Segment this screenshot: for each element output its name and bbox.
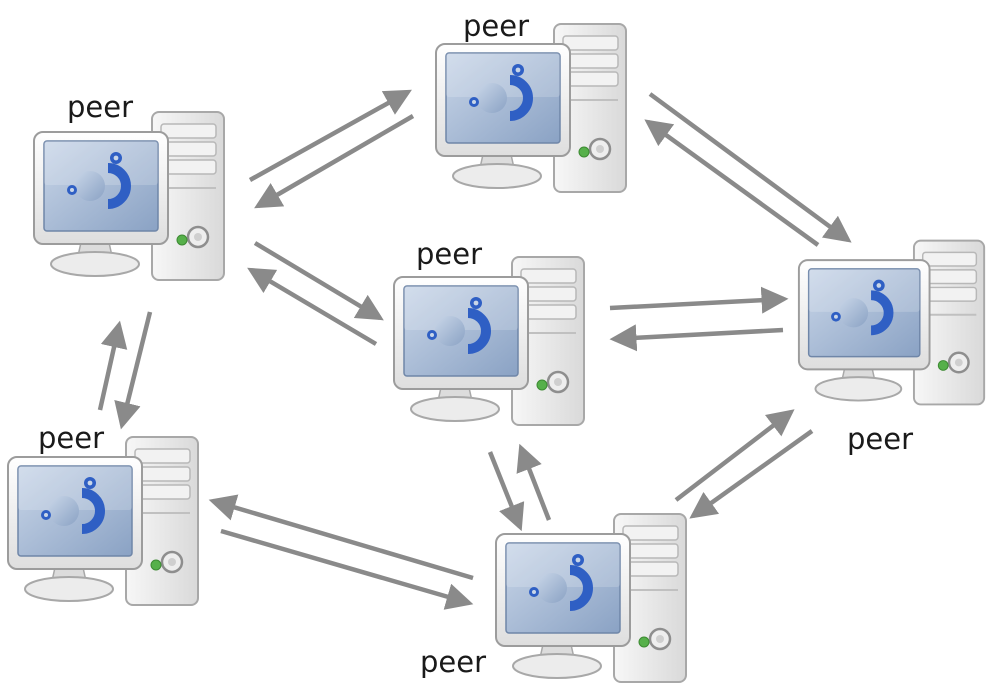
link-arrow-bottom-to-right	[674, 409, 795, 502]
peer-label: peer	[416, 237, 482, 271]
link-arrow-top-to-topleft	[254, 114, 415, 209]
peer-bottom-left: peer	[8, 421, 198, 605]
peer-center: peer	[394, 237, 584, 425]
desktop-computer-icon	[496, 514, 686, 682]
link-arrow-right-to-top	[644, 119, 820, 247]
peer-bottom: peer	[420, 514, 686, 682]
link-arrow-right-to-center	[609, 324, 784, 352]
desktop-computer-icon	[34, 112, 224, 280]
links-layer	[97, 89, 852, 610]
link-arrow-center-to-bottom	[487, 451, 525, 532]
peer-top-left: peer	[34, 90, 224, 280]
peer-label: peer	[67, 90, 133, 124]
peer-right: peer	[799, 241, 984, 456]
link-arrow-top-to-right	[648, 92, 852, 243]
link-arrow-bottomleft-to-topleft	[97, 320, 128, 411]
peer-top: peer	[436, 9, 626, 192]
link-arrow-bottom-to-center	[516, 443, 552, 521]
link-arrow-topleft-to-top	[248, 89, 412, 182]
link-arrow-topleft-to-bottomleft	[114, 311, 153, 430]
peer-label: peer	[38, 421, 104, 455]
link-arrow-center-to-topleft	[247, 267, 378, 346]
link-arrow-topleft-to-center	[253, 241, 384, 321]
desktop-computer-icon	[8, 437, 198, 605]
desktop-computer-icon	[799, 241, 984, 405]
link-arrow-bottomleft-to-bottom	[220, 528, 474, 610]
link-arrow-right-to-bottom	[689, 429, 814, 519]
link-arrow-bottom-to-bottomleft	[208, 494, 474, 581]
peer-label: peer	[420, 645, 486, 679]
desktop-computer-icon	[394, 257, 584, 425]
peer-label: peer	[847, 422, 913, 456]
link-arrow-center-to-right	[609, 286, 789, 314]
peer-label: peer	[463, 9, 529, 43]
desktop-computer-icon	[436, 24, 626, 192]
